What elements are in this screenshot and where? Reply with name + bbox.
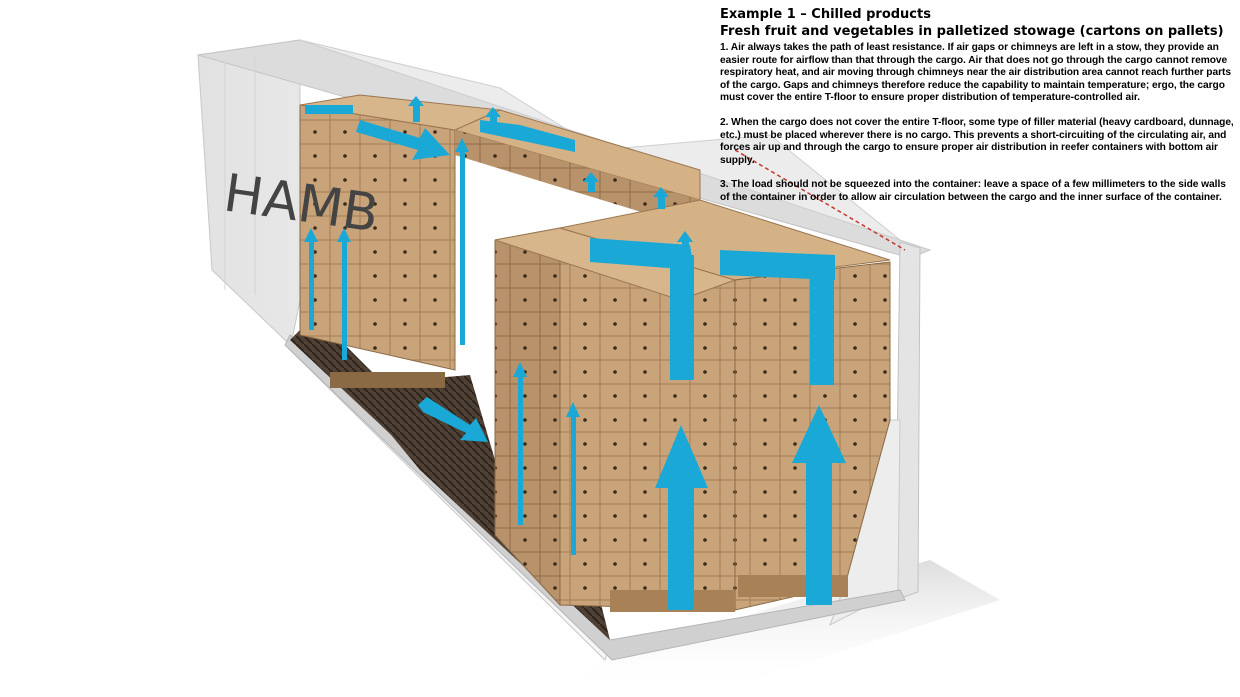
airflow-small-arrow: [583, 172, 599, 192]
airflow-thin-arrow: [304, 228, 318, 330]
airflow-band: [480, 120, 575, 152]
airflow-up-arrow: [655, 425, 708, 610]
airflow-thin-arrow: [455, 138, 469, 345]
airflow-band: [810, 270, 834, 385]
paragraph-1: 1. Air always takes the path of least re…: [720, 42, 1231, 104]
airflow-small-arrow: [653, 187, 669, 209]
explanation-panel: Example 1 – Chilled products Fresh fruit…: [720, 6, 1236, 217]
airflow-band: [670, 255, 694, 380]
paragraph-2: 2. When the cargo does not cover the ent…: [720, 116, 1234, 166]
page-title: Example 1 – Chilled products: [720, 7, 931, 22]
airflow-up-arrow: [792, 405, 846, 605]
airflow-thin-arrow: [513, 362, 527, 525]
airflow-thin-arrow: [337, 228, 351, 360]
airflow-band: [720, 250, 835, 280]
page-subtitle: Fresh fruit and vegetables in palletized…: [720, 24, 1224, 39]
door-gasket: [734, 149, 906, 251]
airflow-small-arrow: [408, 96, 424, 122]
airflow-floor-arrow: [418, 397, 488, 442]
airflow-diagonal-arrow: [356, 120, 450, 160]
airflow-band: [590, 238, 694, 270]
airflow-thin-arrow: [566, 402, 580, 555]
airflow-band: [305, 105, 353, 114]
airflow-small-arrow: [677, 231, 693, 256]
airflow-arrows: [304, 96, 846, 610]
airflow-small-arrow: [485, 107, 501, 129]
paragraph-3: 3. The load should not be squeezed into …: [720, 179, 1226, 203]
